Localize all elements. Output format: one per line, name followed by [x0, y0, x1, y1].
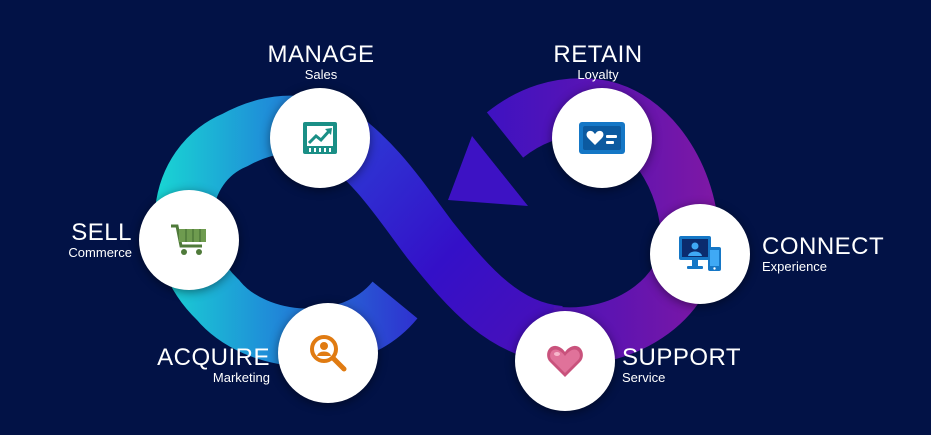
shopping-cart-icon	[171, 224, 206, 255]
retain-node[interactable]	[552, 88, 652, 188]
loyalty-card-icon	[579, 122, 625, 154]
chart-icon	[303, 122, 337, 154]
heart-icon	[547, 345, 583, 377]
retain-title: RETAIN	[553, 41, 643, 68]
devices-icon	[679, 236, 721, 271]
manage-label: MANAGE Sales	[252, 42, 390, 82]
manage-title: MANAGE	[267, 41, 375, 68]
connect-label: CONNECT Experience	[762, 234, 902, 274]
sell-label: SELL Commerce	[30, 220, 132, 260]
retain-subtitle: Loyalty	[577, 67, 619, 82]
sell-node[interactable]	[139, 190, 239, 290]
loop-arrow-head	[448, 136, 528, 206]
connect-title: CONNECT	[762, 233, 885, 260]
manage-subtitle: Sales	[304, 67, 338, 82]
acquire-label: ACQUIRE Marketing	[150, 345, 270, 385]
acquire-node[interactable]	[278, 303, 378, 403]
connect-subtitle: Experience	[762, 259, 828, 274]
support-node[interactable]	[515, 311, 615, 411]
support-subtitle: Service	[622, 370, 666, 385]
crossing-segment	[313, 105, 564, 364]
acquire-subtitle: Marketing	[212, 370, 270, 385]
sell-title: SELL	[71, 219, 132, 246]
search-person-icon	[310, 335, 347, 372]
sell-subtitle: Commerce	[68, 245, 132, 260]
acquire-title: ACQUIRE	[157, 344, 270, 371]
retain-label: RETAIN Loyalty	[528, 42, 668, 82]
manage-node[interactable]	[270, 88, 370, 188]
support-label: SUPPORT Service	[622, 345, 762, 385]
connect-node[interactable]	[650, 204, 750, 304]
support-title: SUPPORT	[622, 344, 742, 371]
